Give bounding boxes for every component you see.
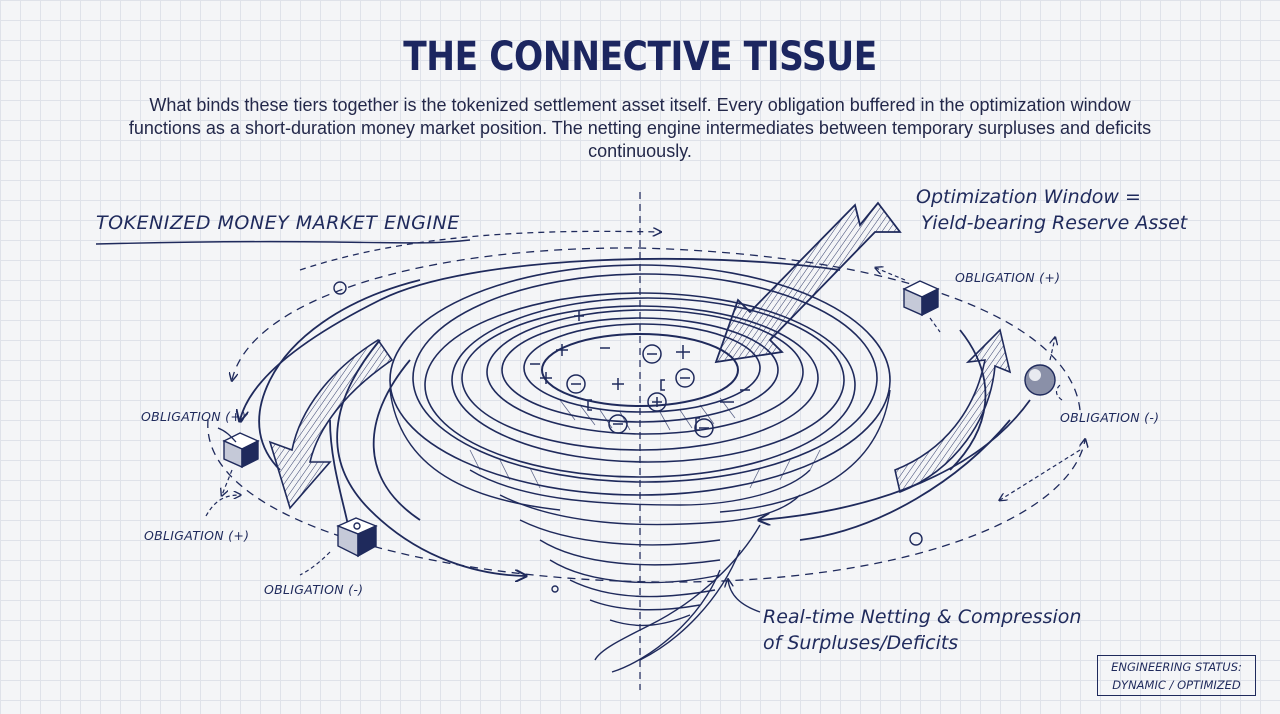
obligation-label-left-mid: OBLIGATION (+) [144, 528, 250, 543]
obligation-label-left-bottom: OBLIGATION (-) [264, 582, 364, 597]
obligation-label-right-top: OBLIGATION (+) [955, 270, 1061, 285]
label-pointers [205, 268, 1081, 576]
engine-label-underline [95, 239, 471, 245]
engineering-status-box: ENGINEERING STATUS: DYNAMIC / OPTIMIZED [1097, 655, 1256, 696]
obligation-cube-left-top [222, 432, 260, 469]
page-title: THE CONNECTIVE TISSUE [403, 34, 877, 80]
intro-paragraph: What binds these tiers together is the t… [128, 95, 1152, 161]
optimization-window-line2: Yield-bearing Reserve Asset [921, 212, 1188, 234]
netting-line1: Real-time Netting & Compression [763, 606, 1082, 628]
outer-orbits [207, 231, 1085, 583]
obligation-sphere [1024, 364, 1056, 396]
left-hatched-arrow [268, 338, 394, 510]
optimization-window-line1: Optimization Window = [916, 186, 1141, 208]
obligation-label-right-mid: OBLIGATION (-) [1060, 410, 1160, 425]
engine-label: TOKENIZED MONEY MARKET ENGINE [96, 212, 460, 234]
vortex-hatching [469, 397, 821, 489]
netting-tokens [530, 311, 750, 438]
vortex-rings [389, 264, 891, 496]
status-line1: ENGINEERING STATUS: [1111, 660, 1242, 674]
netting-label: Real-time Netting & Compression of Surpl… [763, 604, 1081, 656]
right-hatched-arrow [894, 328, 1012, 494]
obligation-cube-left-bottom [336, 517, 378, 558]
vortex-funnel [389, 389, 891, 673]
netting-line2: of Surpluses/Deficits [763, 632, 959, 654]
netting-pointer [728, 580, 761, 613]
obligation-cube-right-top [902, 280, 940, 317]
status-line2: DYNAMIC / OPTIMIZED [1112, 678, 1241, 692]
orbit-nodes [333, 281, 923, 593]
obligation-label-left-top: OBLIGATION (+) [141, 409, 247, 424]
optimization-arrow [714, 201, 902, 364]
optimization-window-label: Optimization Window = Yield-bearing Rese… [916, 184, 1187, 236]
